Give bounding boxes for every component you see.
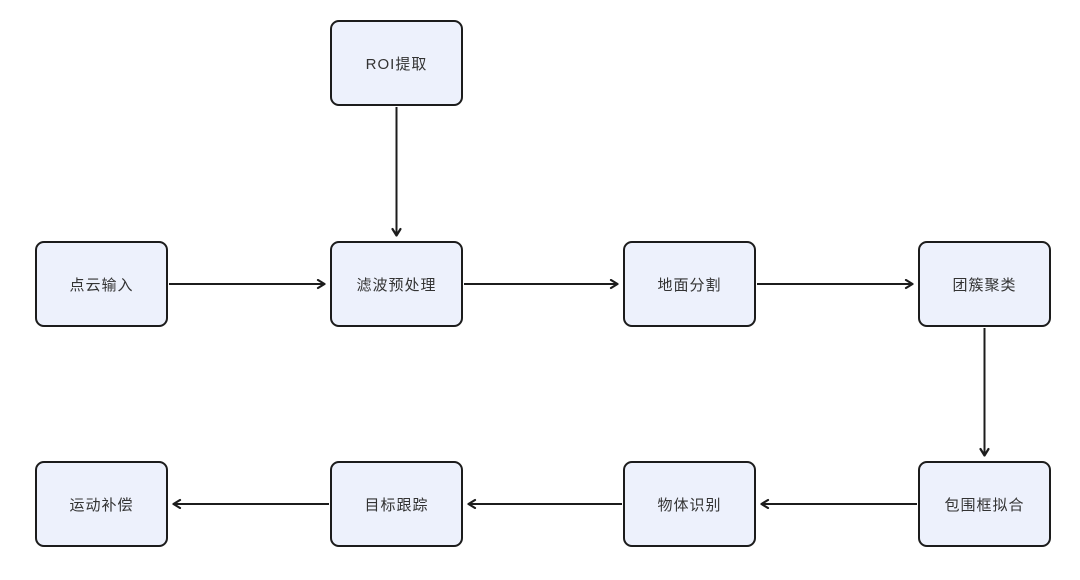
node-roi-extraction: ROI提取	[330, 20, 463, 106]
node-motion-compensation: 运动补偿	[35, 461, 168, 547]
node-label: 运动补偿	[69, 496, 134, 514]
node-label: 点云输入	[69, 276, 134, 294]
node-label: ROI提取	[365, 55, 428, 73]
node-target-tracking: 目标跟踪	[330, 461, 463, 547]
node-ground-segmentation: 地面分割	[623, 241, 756, 327]
node-cluster-clustering: 团簇聚类	[918, 241, 1051, 327]
node-filter-preprocessing: 滤波预处理	[330, 241, 463, 327]
node-label: 物体识别	[657, 496, 722, 514]
node-label: 包围框拟合	[944, 496, 1025, 514]
node-object-recognition: 物体识别	[623, 461, 756, 547]
node-label: 团簇聚类	[952, 276, 1017, 294]
node-point-cloud-input: 点云输入	[35, 241, 168, 327]
node-label: 滤波预处理	[356, 276, 437, 294]
node-label: 目标跟踪	[364, 496, 429, 514]
node-label: 地面分割	[657, 276, 722, 294]
node-bounding-box-fitting: 包围框拟合	[918, 461, 1051, 547]
